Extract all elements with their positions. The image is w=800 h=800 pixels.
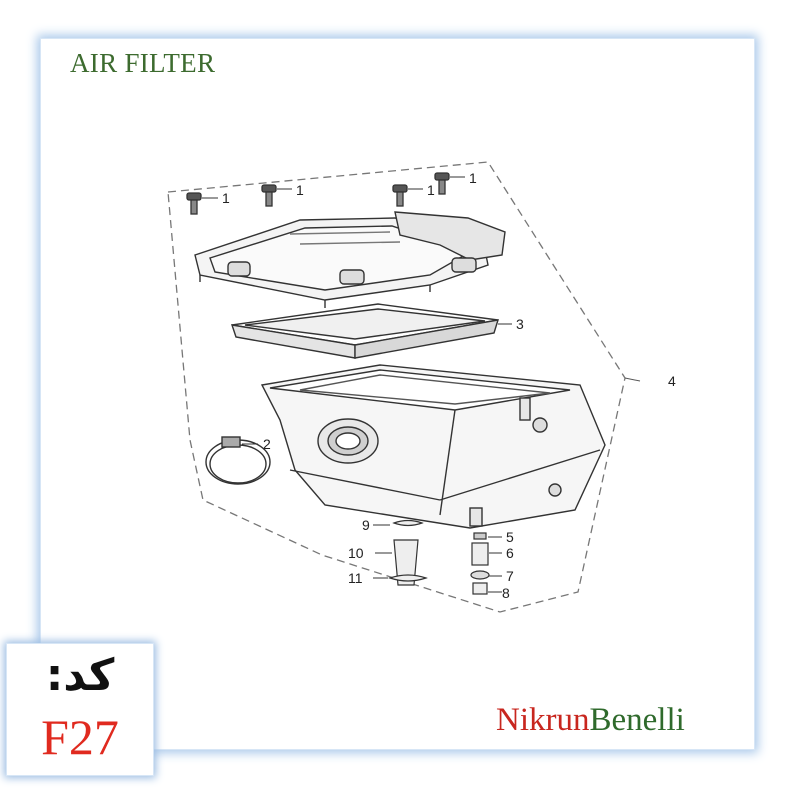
- bolt-1b: [261, 184, 277, 207]
- hose-clamp: [205, 436, 271, 485]
- callout-part-5: 5: [506, 529, 514, 545]
- brand-watermark: NikrunBenelli: [496, 702, 685, 739]
- callout-leaders-drain: [373, 524, 502, 593]
- filter-element: [230, 303, 500, 359]
- code-label: کد:: [45, 650, 115, 701]
- airbox-lid: [194, 211, 506, 308]
- drain-parts: [388, 519, 490, 595]
- callout-clamp-2: 2: [263, 436, 271, 452]
- callout-part-9: 9: [362, 517, 370, 533]
- callout-part-6: 6: [506, 545, 514, 561]
- callout-part-10: 10: [348, 545, 364, 561]
- airbox-housing: [260, 364, 606, 529]
- callout-part-8: 8: [502, 585, 510, 601]
- bolt-1c: [392, 184, 408, 207]
- callout-part-7: 7: [506, 568, 514, 584]
- callout-part-11: 11: [348, 570, 363, 586]
- brand-part-benelli: Benelli: [589, 702, 685, 738]
- bolt-1d: [434, 172, 450, 195]
- brand-part-nikrun: Nikrun: [496, 702, 590, 738]
- callout-filter-3: 3: [516, 316, 524, 332]
- callout-bolt-1a: 1: [222, 190, 230, 206]
- callout-bolt-1c: 1: [427, 182, 435, 198]
- diagram-title: AIR FILTER: [70, 48, 216, 78]
- assembly-boundary: [167, 161, 626, 613]
- code-box: کد: F27: [6, 643, 154, 776]
- callout-leaders-1: [202, 176, 465, 199]
- bolt-1a: [186, 192, 202, 215]
- callout-housing-4: 4: [668, 373, 676, 389]
- code-value: F27: [41, 709, 119, 765]
- leader-line-4: [624, 377, 641, 382]
- callout-bolt-1d: 1: [469, 170, 477, 186]
- callout-bolt-1b: 1: [296, 182, 304, 198]
